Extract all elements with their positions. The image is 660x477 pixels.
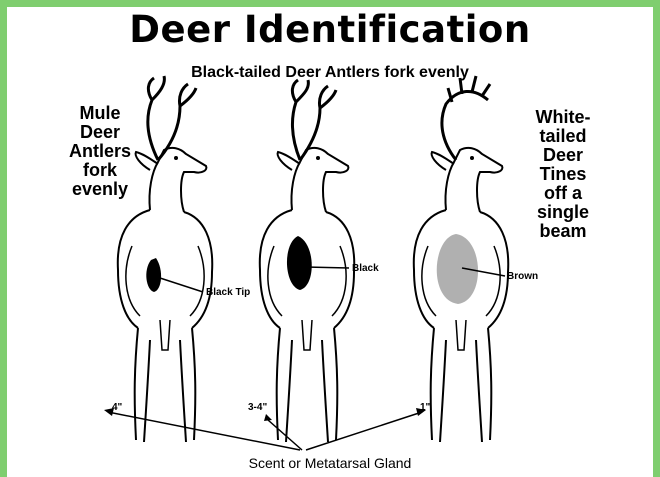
mule-tail-label: Black Tip (206, 287, 250, 298)
whitetail-deer (414, 76, 508, 442)
whitetail-tail-label: Brown (507, 271, 538, 282)
gland-caption: Scent or Metatarsal Gland (0, 455, 660, 471)
blacktail-tail-label: Black (352, 263, 379, 274)
blacktail-gland-label: 3-4" (248, 402, 267, 413)
mule-deer (118, 76, 212, 442)
blacktail-deer (260, 80, 354, 442)
mule-gland-label: 4" (112, 402, 122, 413)
whitetail-gland-label: 1" (420, 402, 430, 413)
